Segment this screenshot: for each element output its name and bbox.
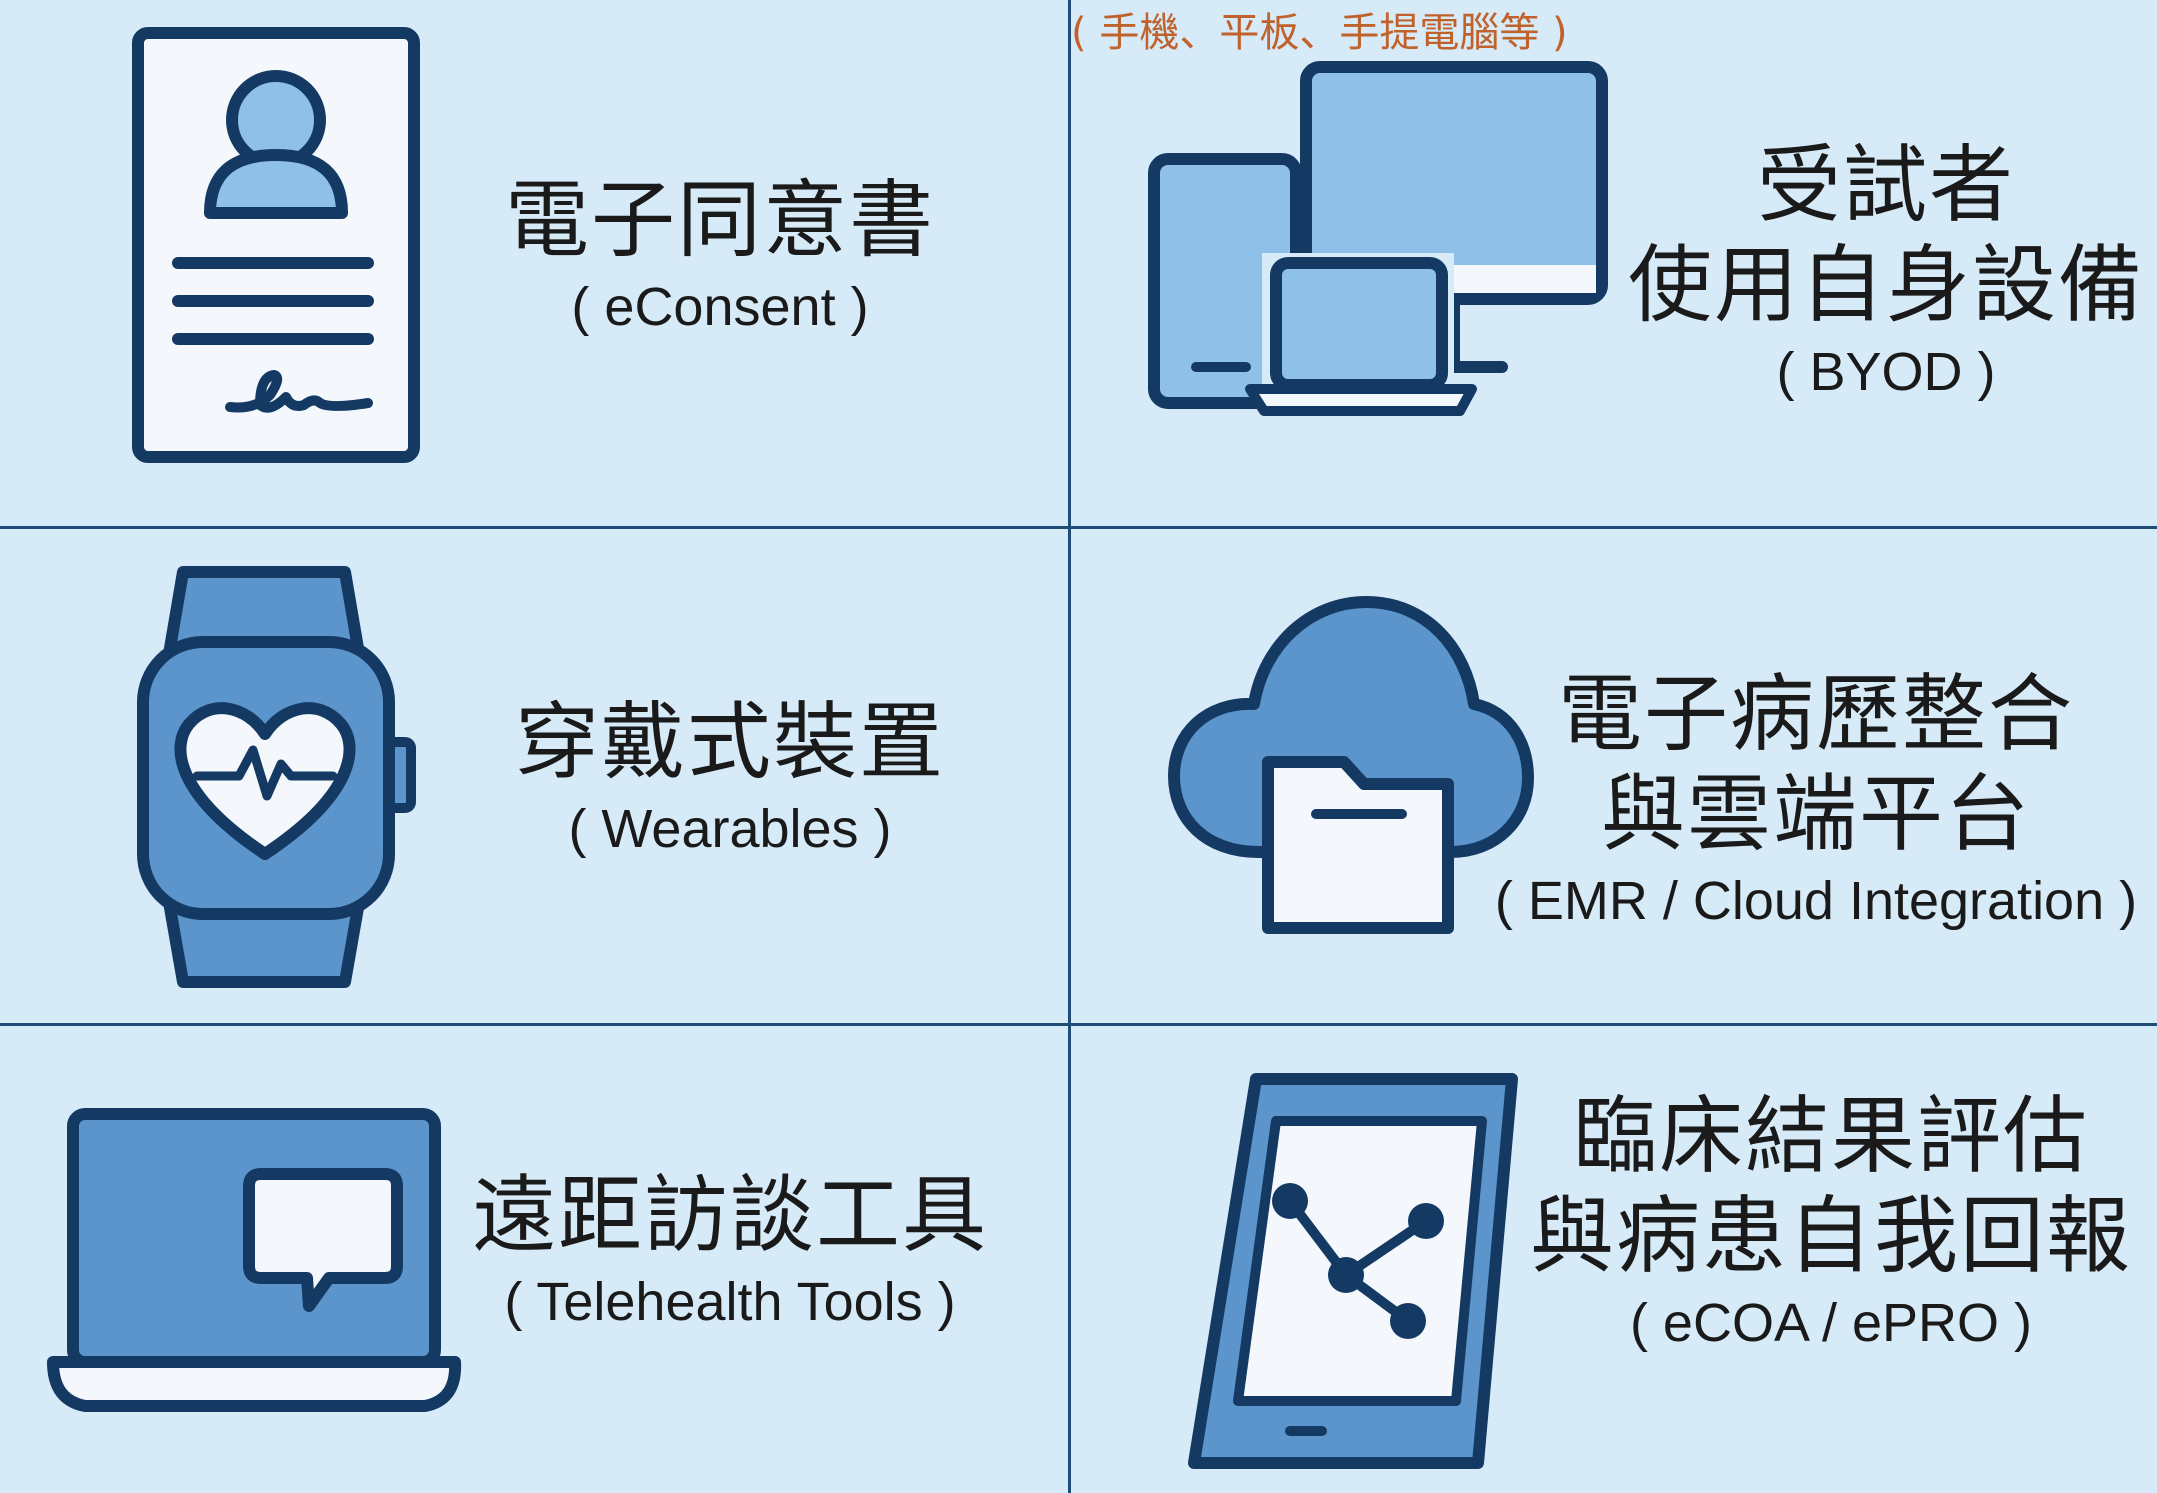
telehealth-label: 遠距訪談工具 ( Telehealth Tools ): [470, 1165, 990, 1335]
cell-wearables: 穿戴式裝置 ( Wearables ): [0, 529, 1068, 1023]
byod-title-line-1: 受試者: [1756, 136, 2015, 234]
multi-device-icon: [1148, 61, 1608, 416]
emr-label: 電子病歷整合 與雲端平台 ( EMR / Cloud Integration ): [1486, 664, 2146, 934]
ecoa-label: 臨床結果評估 與病患自我回報 ( eCOA / ePRO ): [1521, 1086, 2141, 1356]
byod-label: 受試者 使用自身設備 ( BYOD ): [1626, 135, 2146, 405]
econsent-label: 電子同意書 ( eConsent ): [480, 170, 960, 340]
ecoa-title-line-1: 臨床結果評估: [1572, 1087, 2089, 1185]
emr-title-line-1: 電子病歷整合: [1557, 665, 2074, 763]
emr-subtitle: ( EMR / Cloud Integration ): [1494, 871, 2138, 931]
ecoa-title-line-2: 與病患自我回報: [1529, 1187, 2132, 1285]
cell-econsent: 電子同意書 ( eConsent ): [0, 0, 1068, 526]
horizontal-divider-1: [0, 526, 2157, 529]
cell-telehealth: 遠距訪談工具 ( Telehealth Tools ): [0, 1026, 1068, 1493]
laptop-chat-icon: [47, 1108, 462, 1412]
cell-emr: 電子病歷整合 與雲端平台 ( EMR / Cloud Integration ): [1071, 529, 2157, 1023]
econsent-subtitle: ( eConsent ): [571, 277, 869, 337]
byod-device-note: ( 手機、平板、手提電腦等 ): [1071, 10, 1568, 56]
wearables-label: 穿戴式裝置 ( Wearables ): [480, 692, 980, 862]
emr-title-line-2: 與雲端平台: [1600, 765, 2031, 863]
econsent-title: 電子同意書: [504, 171, 935, 269]
cell-ecoa: 臨床結果評估 與病患自我回報 ( eCOA / ePRO ): [1071, 1026, 2157, 1493]
vertical-divider: [1068, 0, 1071, 1493]
wearables-title: 穿戴式裝置: [514, 693, 945, 791]
byod-subtitle: ( BYOD ): [1776, 342, 1996, 402]
byod-title-line-2: 使用自身設備: [1627, 236, 2144, 334]
tablet-share-icon: [1188, 1073, 1518, 1469]
telehealth-subtitle: ( Telehealth Tools ): [504, 1272, 956, 1332]
ecoa-subtitle: ( eCOA / ePRO ): [1629, 1293, 2033, 1353]
cell-byod: ( 手機、平板、手提電腦等 ) 受試者 使用自身設備 ( BYOD ): [1071, 0, 2157, 526]
horizontal-divider-2: [0, 1023, 2157, 1026]
telehealth-title: 遠距訪談工具: [471, 1166, 988, 1264]
smartwatch-heart-icon: [137, 566, 416, 988]
cloud-folder-icon: [1168, 596, 1534, 934]
wearables-subtitle: ( Wearables ): [568, 799, 892, 859]
consent-document-icon: [132, 27, 420, 463]
